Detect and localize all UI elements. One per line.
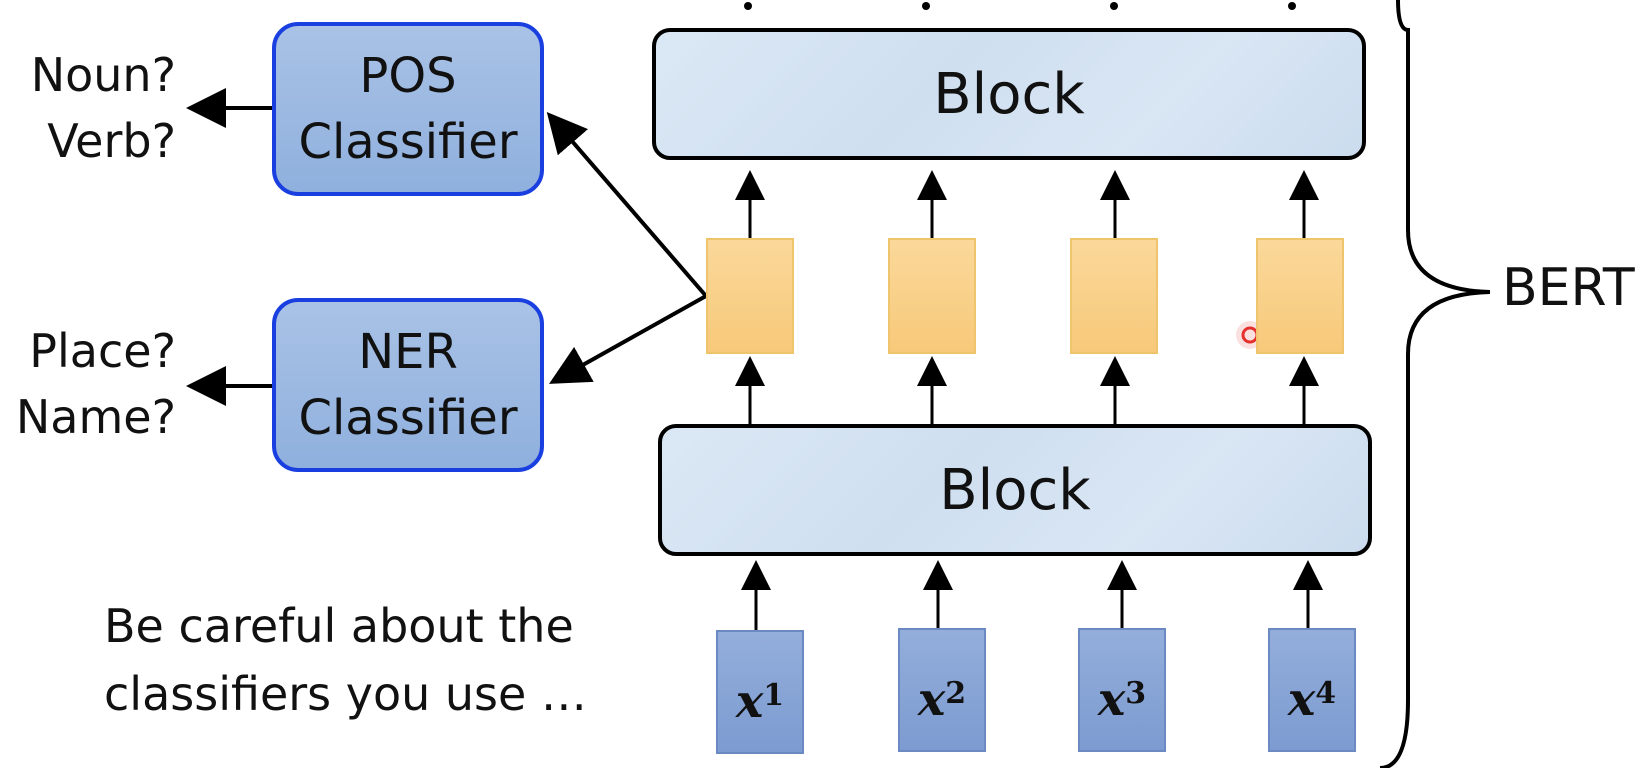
caution-note-line1: Be careful about the [104,599,574,653]
embedding-1 [706,238,794,354]
ner-classifier: NER Classifier [272,298,544,472]
bottom-block: Block [658,424,1372,556]
embedding-4 [1256,238,1344,354]
bert-brace [1379,0,1491,768]
ner-classifier-line2: Classifier [298,390,518,446]
pos-classifier: POS Classifier [272,22,544,196]
pos-classifier-line1: POS [359,48,457,104]
caution-note-line2: classifiers you use … [104,667,587,721]
caution-note: Be careful about the classifiers you use… [104,592,587,728]
input-token-sup: 1 [763,677,785,713]
arrow-to-ner [549,294,707,384]
ner-output-label: Place? Name? [0,318,176,450]
ner-output-line1: Place? [29,324,176,378]
pos-output-line1: Noun? [30,48,176,102]
top-block: Block [652,28,1366,160]
ner-output-line2: Name? [15,390,176,444]
embedding-2 [888,238,976,354]
ner-classifier-line1: NER [358,324,458,380]
input-token-base: x [1097,672,1126,726]
input-token-base: x [1287,672,1316,726]
pos-output-label: Noun? Verb? [0,42,176,174]
input-token-sup: 2 [945,675,967,711]
continuation-dot [1288,2,1296,10]
input-token-base: x [917,672,946,726]
input-token-sup: 4 [1315,675,1337,711]
top-block-label: Block [933,61,1085,127]
pos-output-line2: Verb? [47,114,176,168]
arrow-to-pos [546,111,708,298]
input-token-base: x [735,674,764,728]
bert-label: BERT [1502,258,1635,318]
bottom-block-label: Block [939,457,1091,523]
pos-classifier-line2: Classifier [298,114,518,170]
continuation-dot [744,2,752,10]
continuation-dot [922,2,930,10]
input-token-sup: 3 [1125,675,1147,711]
continuation-dot [1110,2,1118,10]
embedding-3 [1070,238,1158,354]
